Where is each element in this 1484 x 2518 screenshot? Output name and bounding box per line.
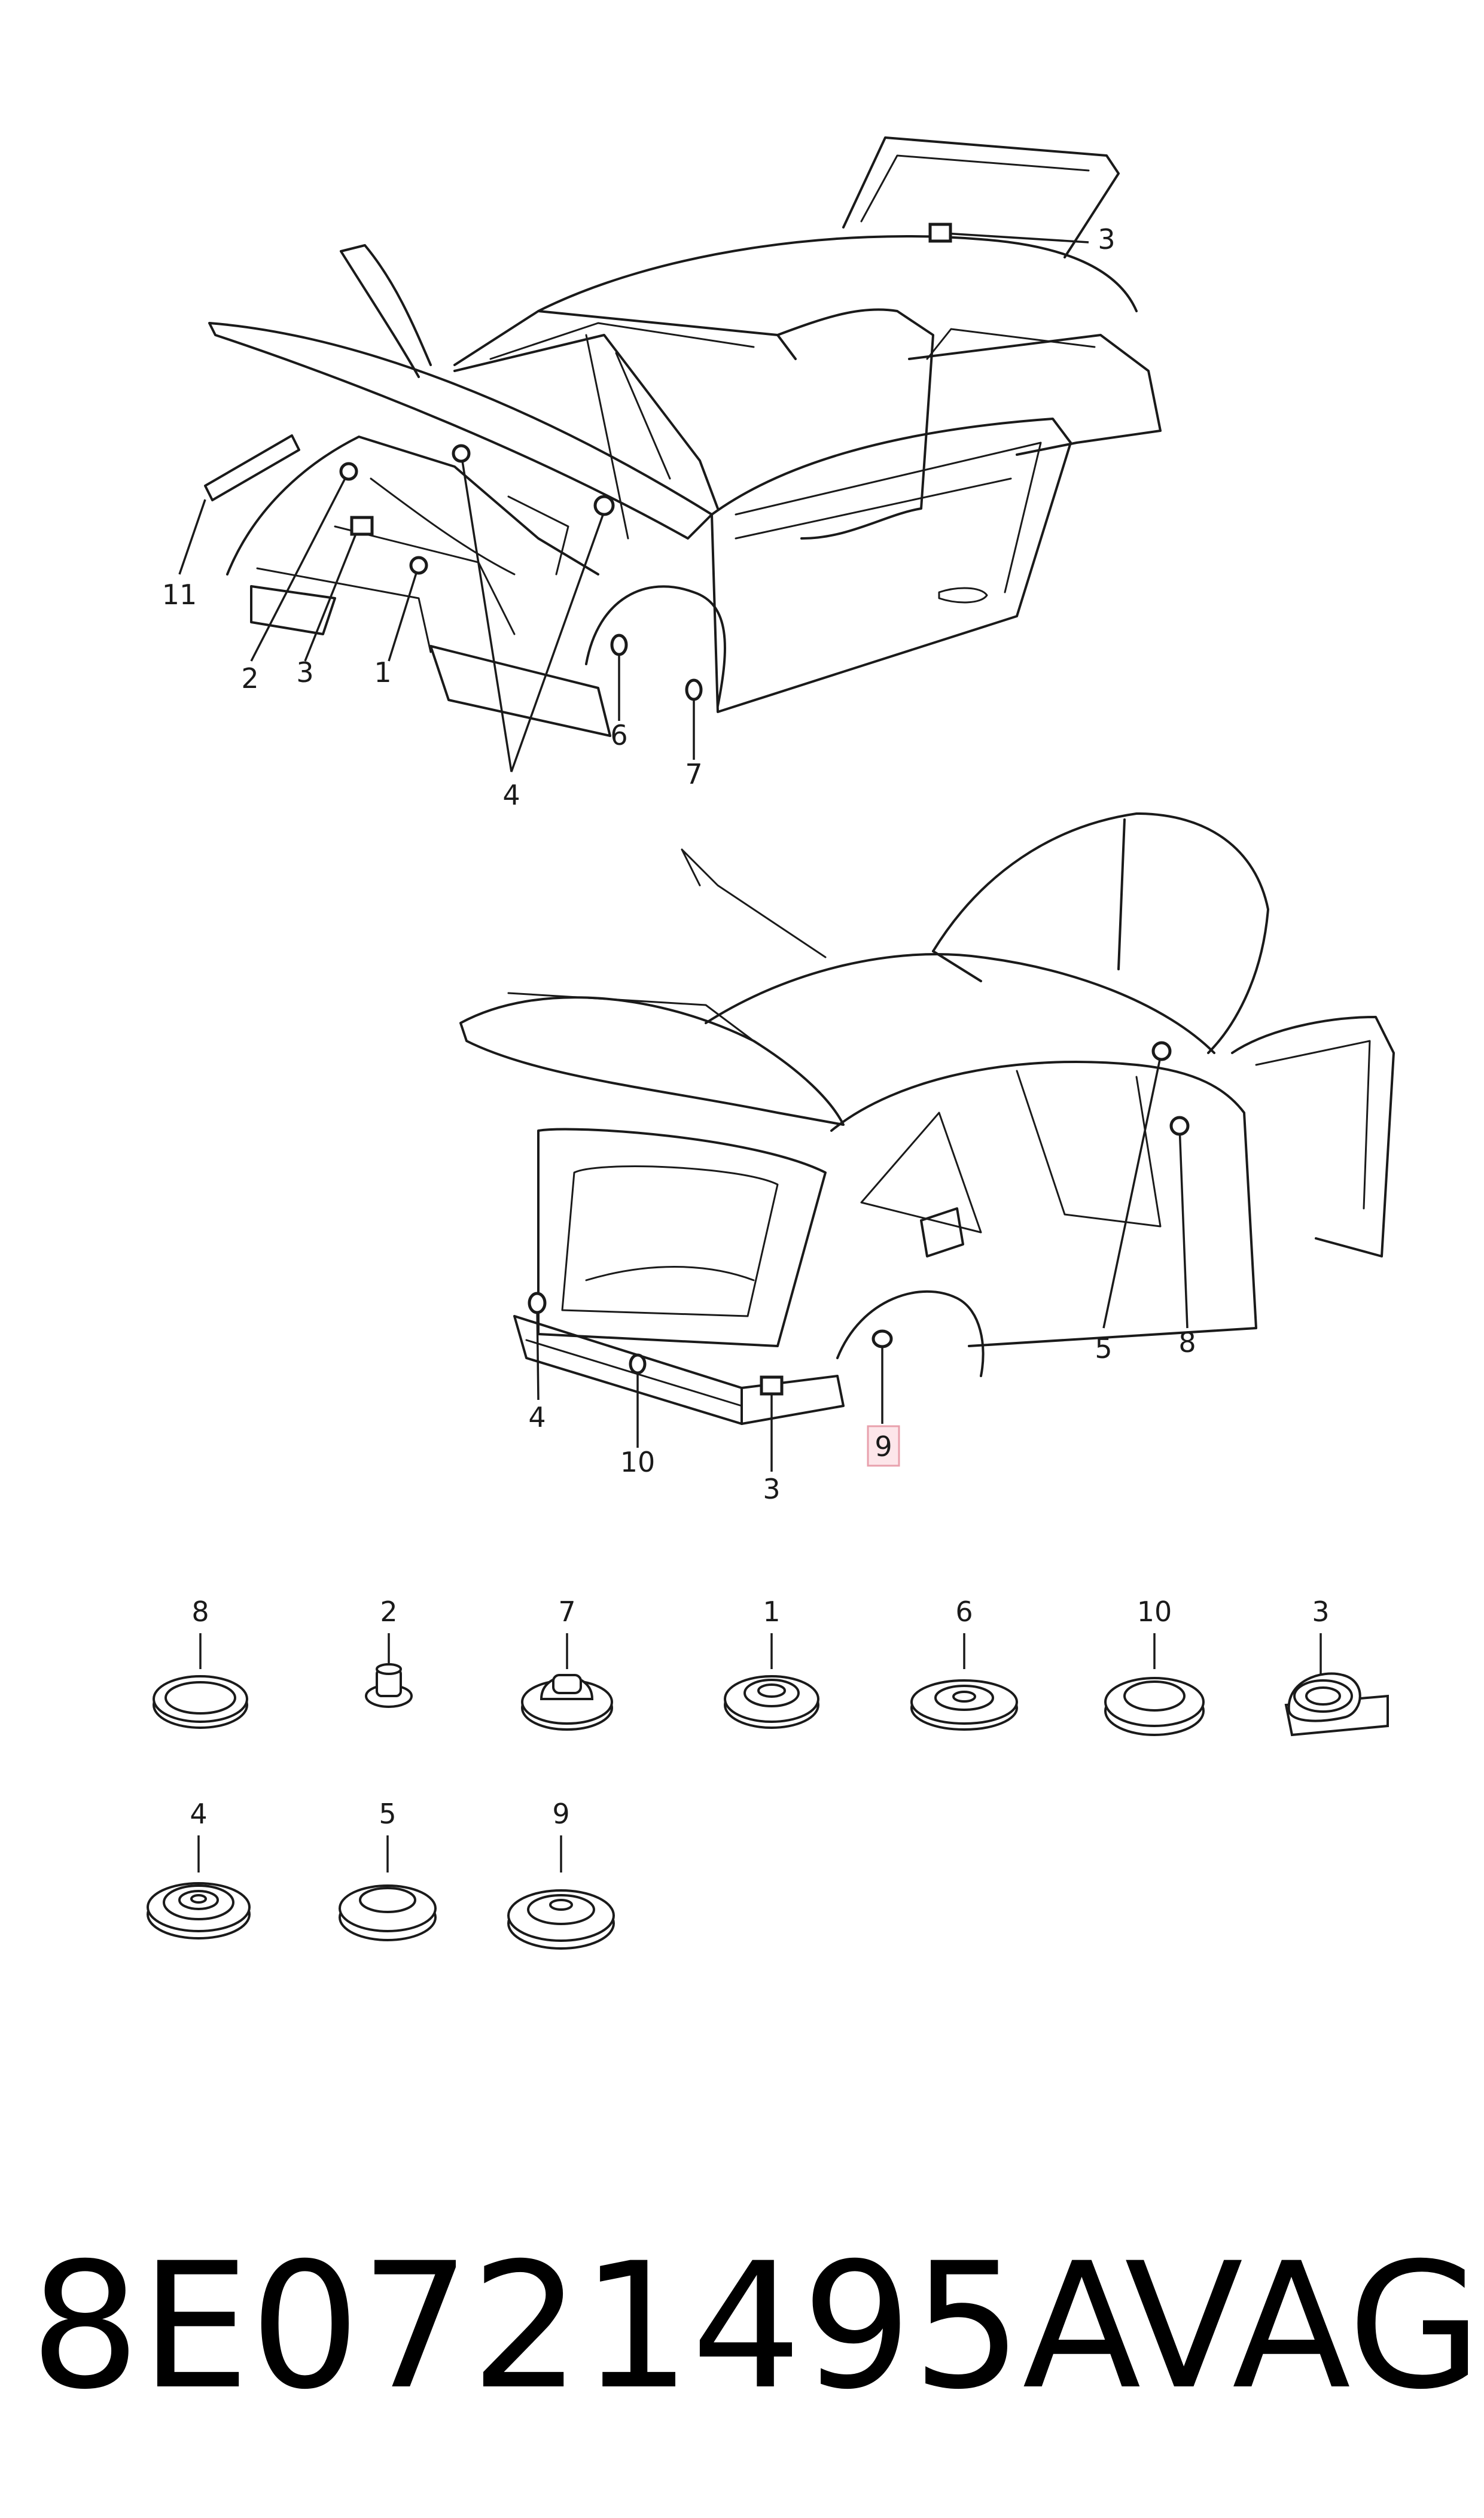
legend-label-10: 10 (1137, 1596, 1172, 1628)
legend-label-1: 1 (763, 1596, 780, 1628)
label-strip-icon (204, 434, 300, 501)
callout-10: 10 (620, 1446, 656, 1478)
callout-8-rear: 8 (1178, 1326, 1196, 1359)
callout-11: 11 (162, 578, 197, 611)
brand-name: VAG (1125, 2226, 1482, 2428)
plug-2-icon (365, 1663, 413, 1708)
callout-5: 5 (1095, 1332, 1112, 1365)
legend-label-2: 2 (380, 1596, 397, 1628)
grommet-8-icon (153, 1675, 248, 1729)
front-car-view: 3 11 2 3 1 4 6 7 (162, 136, 1162, 811)
callout-7: 7 (685, 758, 702, 790)
rear-car-view: 5 8 4 10 3 9 (459, 812, 1395, 1505)
grommet-9-icon (507, 1889, 615, 1950)
legend-label-5: 5 (379, 1798, 396, 1830)
grommet-10-icon (1104, 1677, 1205, 1736)
plug-6-icon (910, 1679, 1018, 1731)
legend-label-9: 9 (552, 1798, 569, 1830)
callout-3-front: 3 (296, 656, 313, 689)
grommet-4-icon (147, 1882, 251, 1940)
grommet-5-icon (339, 1884, 437, 1941)
legend-label-6: 6 (955, 1596, 973, 1628)
callout-4-front: 4 (502, 779, 520, 811)
legend-label-4: 4 (190, 1798, 207, 1830)
callout-1: 1 (374, 656, 391, 689)
callout-6: 6 (610, 719, 627, 751)
part-number: 8E0721495A (30, 2226, 1141, 2428)
legend-label-8: 8 (191, 1596, 209, 1628)
legend-label-7: 7 (558, 1596, 575, 1628)
callout-3-rear: 3 (763, 1473, 780, 1505)
plug-1-icon (724, 1675, 819, 1729)
tape-roll-3-icon (1284, 1672, 1389, 1737)
callout-2: 2 (241, 662, 258, 695)
callout-4-rear: 4 (528, 1401, 546, 1433)
plug-7-icon (521, 1674, 613, 1731)
parts-legend: 8 2 7 1 6 10 3 (147, 1596, 1389, 1950)
legend-label-3: 3 (1312, 1596, 1329, 1628)
callout-3-tailgate: 3 (1098, 223, 1115, 255)
callout-9-highlighted: 9 (874, 1430, 892, 1463)
